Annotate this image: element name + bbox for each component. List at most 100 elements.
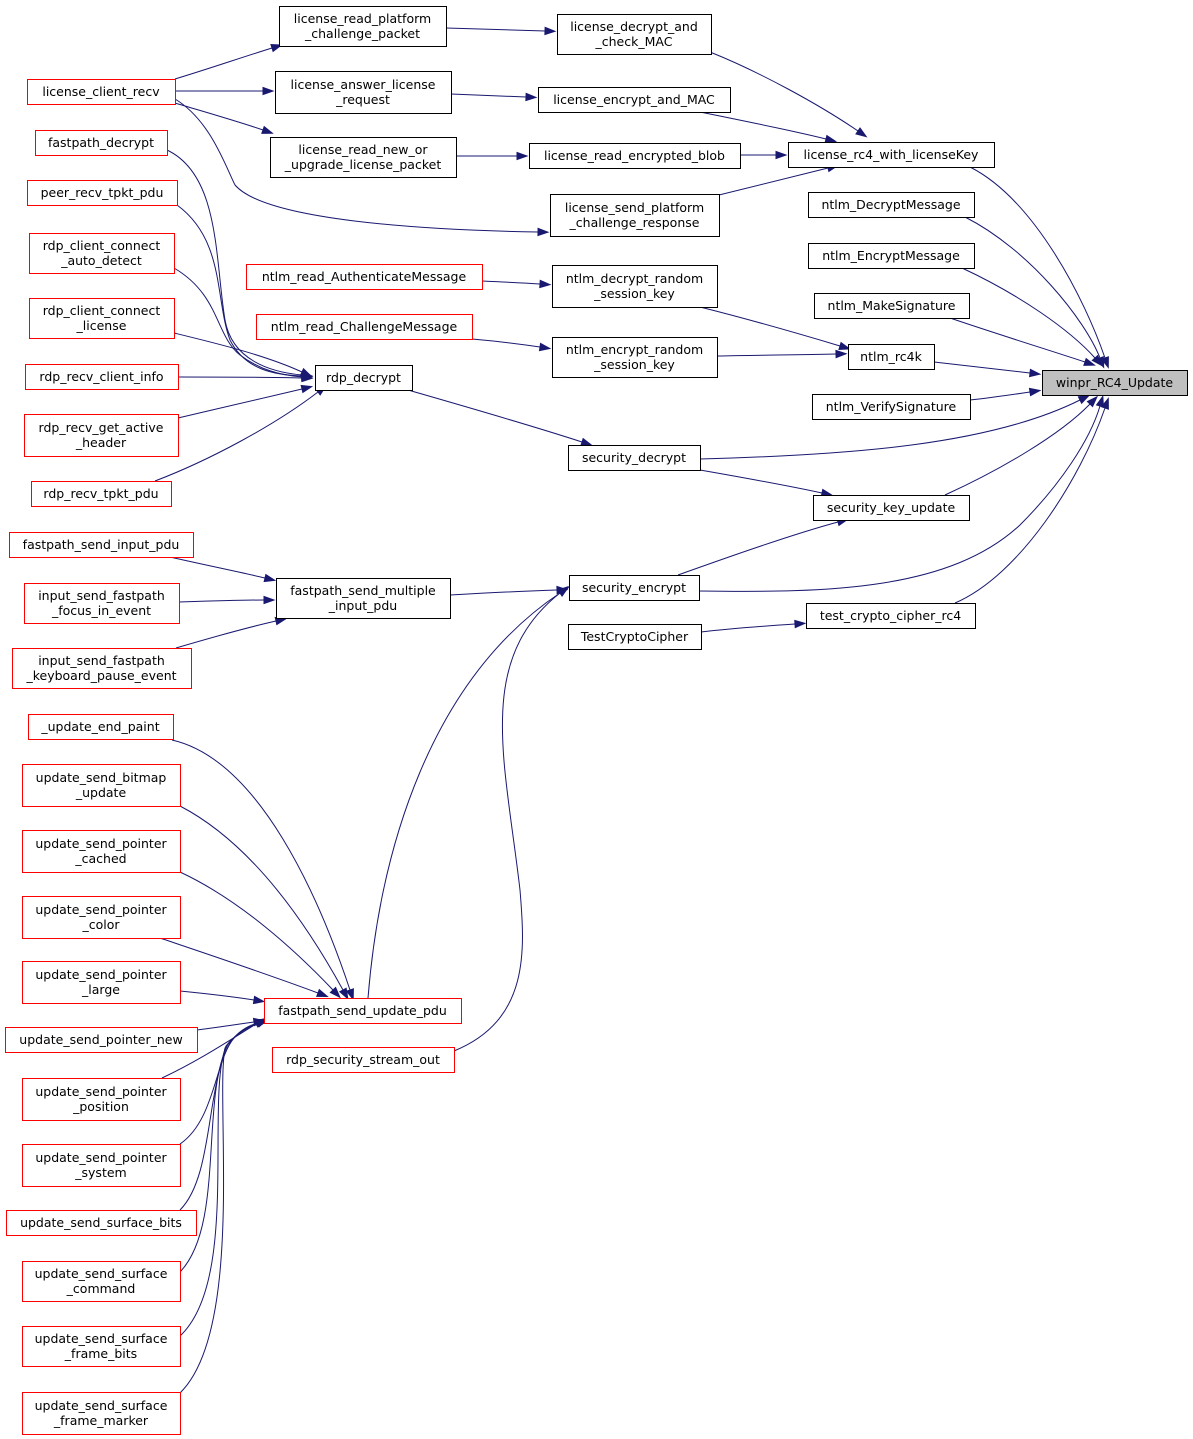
node-ntlm-decryptmessage[interactable]: ntlm_DecryptMessage	[808, 192, 975, 218]
node-ntlm-rc4k[interactable]: ntlm_rc4k	[848, 344, 935, 370]
edge-security_encrypt-to-security_key_update	[677, 517, 850, 576]
node-update-send-surface-command[interactable]: update_send_surface_command	[22, 1261, 181, 1302]
edge-security_decrypt-to-winpr_RC4_Update	[699, 394, 1091, 460]
node-security-key-update[interactable]: security_key_update	[813, 495, 970, 521]
node-license-answer-license-request[interactable]: license_answer_license_request	[275, 71, 452, 114]
edge-ntlm_rc4k-to-winpr_RC4_Update	[933, 361, 1042, 378]
node-update-send-pointer-position[interactable]: update_send_pointer_position	[22, 1078, 181, 1121]
node-winpr-rc4-update[interactable]: winpr_RC4_Update	[1042, 370, 1188, 396]
edge-TestCryptoCipher-to-test_crypto_cipher_rc4	[700, 619, 807, 633]
edge-rdp_recv_client_info-to-rdp_decrypt	[177, 373, 314, 383]
node-security-decrypt[interactable]: security_decrypt	[568, 445, 701, 471]
node-fastpath-send-input-pdu[interactable]: fastpath_send_input_pdu	[9, 532, 194, 558]
nodes-layer: winpr_RC4_Update license_rc4_with_license…	[5, 6, 1188, 1435]
node-label-line: rdp_recv_tpkt_pdu	[43, 486, 158, 501]
edge-security_encrypt-to-winpr_RC4_Update	[698, 394, 1104, 592]
node-label-line: security_key_update	[827, 500, 956, 515]
node-license-read-platform-challenge-packet[interactable]: license_read_platform_challenge_packet	[279, 6, 447, 47]
node-peer-recv-tpkt-pdu[interactable]: peer_recv_tpkt_pdu	[27, 180, 178, 206]
node-label-line: _system	[74, 1165, 126, 1180]
node-rdp-recv-get-active-header[interactable]: rdp_recv_get_active_header	[24, 414, 179, 457]
node-label-line: _challenge_response	[569, 215, 700, 230]
node-ntlm-encryptmessage[interactable]: ntlm_EncryptMessage	[808, 243, 975, 269]
node-ntlm-verifysignature[interactable]: ntlm_VerifySignature	[812, 394, 971, 420]
edge-update_send_pointer_large-to-fastpath_send_update_pdu	[179, 990, 266, 1005]
node-label-line: _frame_bits	[64, 1346, 137, 1361]
edge-license_decrypt_and_check_MAC-to-license_rc4_with_licenseKey	[709, 51, 868, 138]
node-label-line: _update	[75, 785, 127, 800]
node-ntlm-read-authenticatemessage[interactable]: ntlm_read_AuthenticateMessage	[246, 264, 483, 290]
node-label-line: winpr_RC4_Update	[1056, 375, 1174, 390]
node-label-line: update_send_pointer_new	[19, 1032, 182, 1047]
node-test-crypto-cipher-rc4[interactable]: test_crypto_cipher_rc4	[806, 603, 976, 629]
node-testcryptocipher[interactable]: TestCryptoCipher	[568, 624, 702, 650]
node-label-line: _header	[75, 435, 127, 450]
node-license-decrypt-and-check-mac[interactable]: license_decrypt_and_check_MAC	[557, 14, 712, 55]
node-ntlm-makesignature[interactable]: ntlm_MakeSignature	[814, 293, 970, 319]
node-input-send-fastpath-keyboard-pause-event[interactable]: input_send_fastpath_keyboard_pause_event	[12, 648, 192, 689]
node-label-line: _challenge_packet	[304, 26, 420, 41]
node-update-send-pointer-new[interactable]: update_send_pointer_new	[5, 1027, 198, 1053]
node-label-line: license_rc4_with_licenseKey	[804, 147, 979, 162]
edge-rdp_security_stream_out-to-security_encrypt	[453, 585, 570, 1052]
node-label-line: _auto_detect	[60, 253, 142, 268]
node-rdp-security-stream-out[interactable]: rdp_security_stream_out	[272, 1047, 455, 1073]
node-label-line: rdp_client_connect	[43, 303, 161, 318]
node-ntlm-encrypt-random-session-key[interactable]: ntlm_encrypt_random_session_key	[552, 337, 718, 378]
node-label-line: ntlm_decrypt_random	[566, 271, 703, 286]
edge-rdp_recv_get_active_header-to-rdp_decrypt	[177, 384, 314, 419]
node-label-line: ntlm_VerifySignature	[826, 399, 957, 414]
node-ntlm-decrypt-random-session-key[interactable]: ntlm_decrypt_random_session_key	[552, 265, 718, 308]
node-license-read-encrypted-blob[interactable]: license_read_encrypted_blob	[529, 143, 741, 169]
node-rdp-client-connect-license[interactable]: rdp_client_connect_license	[29, 298, 175, 339]
node-rdp-recv-tpkt-pdu[interactable]: rdp_recv_tpkt_pdu	[31, 481, 172, 507]
node-label-line: fastpath_decrypt	[48, 135, 154, 150]
node-update-send-pointer-color[interactable]: update_send_pointer_color	[22, 896, 181, 939]
node-label-line: _session_key	[593, 286, 675, 301]
edge-ntlm_MakeSignature-to-winpr_RC4_Update	[949, 317, 1096, 366]
node-label-line: update_send_pointer	[35, 836, 167, 851]
node-rdp-decrypt[interactable]: rdp_decrypt	[315, 365, 413, 391]
node-label-line: _check_MAC	[595, 34, 673, 49]
node-license-encrypt-and-mac[interactable]: license_encrypt_and_MAC	[538, 87, 731, 113]
node-update-send-surface-frame-marker[interactable]: update_send_surface_frame_marker	[22, 1392, 181, 1435]
node-label-line: license_send_platform	[565, 200, 704, 215]
edge-license_client_recv-to-license_answer_license_request	[175, 86, 275, 96]
node-update-send-pointer-system[interactable]: update_send_pointer_system	[22, 1144, 181, 1187]
node-fastpath-decrypt[interactable]: fastpath_decrypt	[35, 130, 168, 156]
node-license-client-recv[interactable]: license_client_recv	[27, 79, 176, 105]
node-update-send-pointer-cached[interactable]: update_send_pointer_cached	[22, 830, 181, 873]
node-update-send-surface-bits[interactable]: update_send_surface_bits	[6, 1210, 197, 1236]
node-label-line: _upgrade_license_packet	[284, 157, 442, 172]
edge-update_send_bitmap_update-to-fastpath_send_update_pdu	[179, 805, 349, 1001]
node-fastpath-send-multiple-input-pdu[interactable]: fastpath_send_multiple_input_pdu	[276, 578, 451, 619]
edge-ntlm_read_ChallengeMessage-to-ntlm_encrypt_random_session_key	[471, 338, 552, 352]
node-label-line: _request	[335, 92, 390, 107]
node-label-line: update_send_pointer	[35, 1150, 167, 1165]
node-rdp-recv-client-info[interactable]: rdp_recv_client_info	[25, 364, 179, 390]
node-label-line: license_read_new_or	[298, 142, 428, 157]
node-ntlm-read-challengemessage[interactable]: ntlm_read_ChallengeMessage	[256, 314, 473, 340]
node-label-line: _keyboard_pause_event	[25, 668, 176, 683]
node-label-line: _command	[66, 1281, 136, 1296]
node-label-line: _update_end_paint	[40, 719, 159, 734]
node-fastpath-send-update-pdu[interactable]: fastpath_send_update_pdu	[264, 998, 462, 1024]
node-input-send-fastpath-focus-in-event[interactable]: input_send_fastpath_focus_in_event	[24, 583, 180, 624]
node-rdp-client-connect-auto-detect[interactable]: rdp_client_connect_auto_detect	[29, 233, 175, 274]
edge-fastpath_send_input_pdu-to-fastpath_send_multiple_input_pdu	[169, 556, 277, 583]
node-label-line: _focus_in_event	[51, 603, 151, 618]
node-label-line: fastpath_send_multiple	[290, 583, 436, 598]
node-license-read-new-or-upgrade-license-packet[interactable]: license_read_new_or_upgrade_license_pack…	[270, 137, 457, 178]
edge-fastpath_send_update_pdu-to-security_encrypt	[367, 586, 570, 999]
node-update-send-pointer-large[interactable]: update_send_pointer_large	[22, 961, 181, 1004]
node-label-line: peer_recv_tpkt_pdu	[41, 185, 164, 200]
node-security-encrypt[interactable]: security_encrypt	[569, 575, 700, 601]
node--update-end-paint[interactable]: _update_end_paint	[28, 714, 174, 740]
node-license-send-platform-challenge-response[interactable]: license_send_platform_challenge_response	[550, 194, 720, 237]
node-license-rc4-with-licensekey[interactable]: license_rc4_with_licenseKey	[788, 142, 995, 168]
node-update-send-bitmap-update[interactable]: update_send_bitmap_update	[22, 764, 181, 807]
edge-update_send_pointer_cached-to-fastpath_send_update_pdu	[179, 871, 341, 999]
node-update-send-surface-frame-bits[interactable]: update_send_surface_frame_bits	[22, 1326, 181, 1367]
edge-test_crypto_cipher_rc4-to-winpr_RC4_Update	[954, 397, 1109, 604]
node-label-line: fastpath_send_input_pdu	[23, 537, 180, 552]
